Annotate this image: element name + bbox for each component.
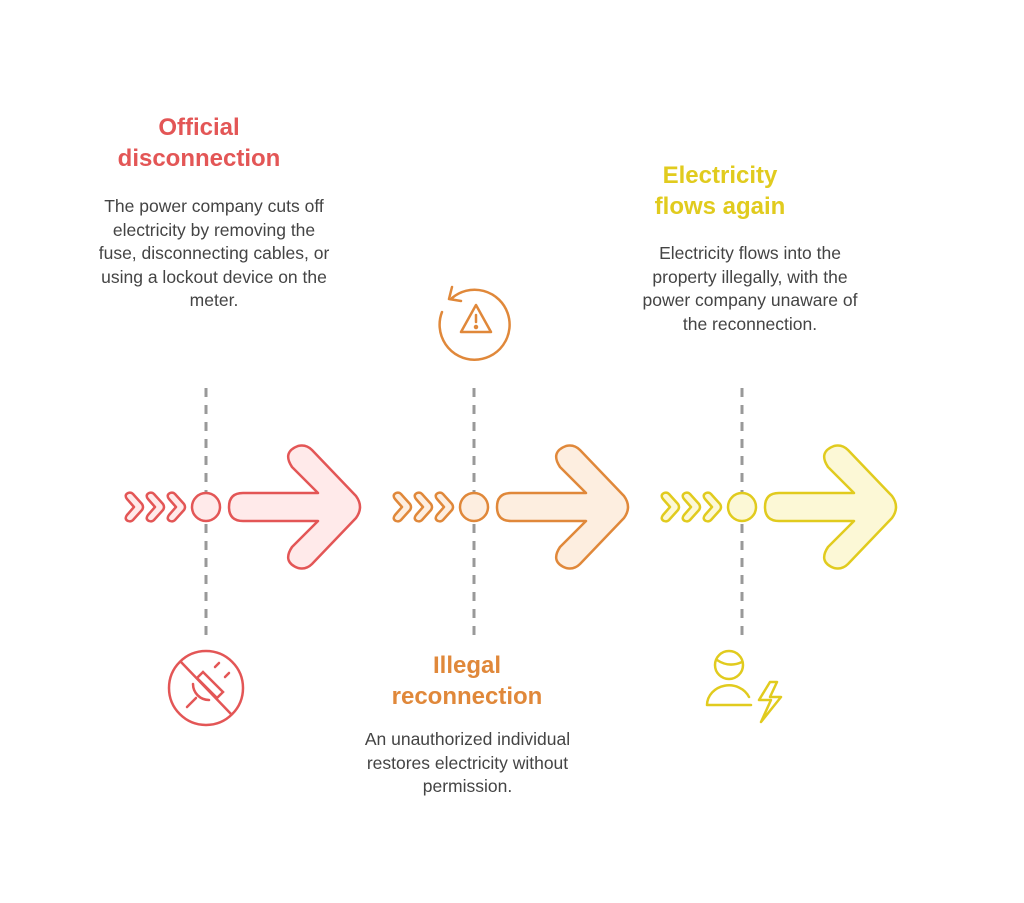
step-3-title: Electricity flows again (590, 160, 850, 222)
person-lightning-icon (705, 649, 783, 724)
step-3-timeline (660, 386, 898, 637)
step-1-title-line2: disconnection (117, 145, 281, 172)
step-2-title: Illegal reconnection (337, 650, 597, 712)
step-2-description: An unauthorized individual restores elec… (364, 729, 571, 797)
step-2-title-line1: Illegal (432, 652, 502, 679)
step-3-title-line1: Electricity (662, 162, 778, 189)
step-1-timeline (124, 386, 362, 637)
unplugged-icon (167, 649, 245, 727)
step-2-title-line2: reconnection (391, 683, 543, 710)
step-3-title-line2: flows again (654, 193, 786, 220)
step-2-timeline (392, 386, 630, 637)
step-1-description: The power company cuts off electricity b… (98, 196, 330, 311)
restore-warning-icon (438, 285, 511, 361)
step-1-title: Official disconnection (69, 112, 329, 174)
step-3-description: Electricity flows into the property ille… (642, 243, 858, 334)
step-1-title-line1: Official (158, 114, 240, 141)
